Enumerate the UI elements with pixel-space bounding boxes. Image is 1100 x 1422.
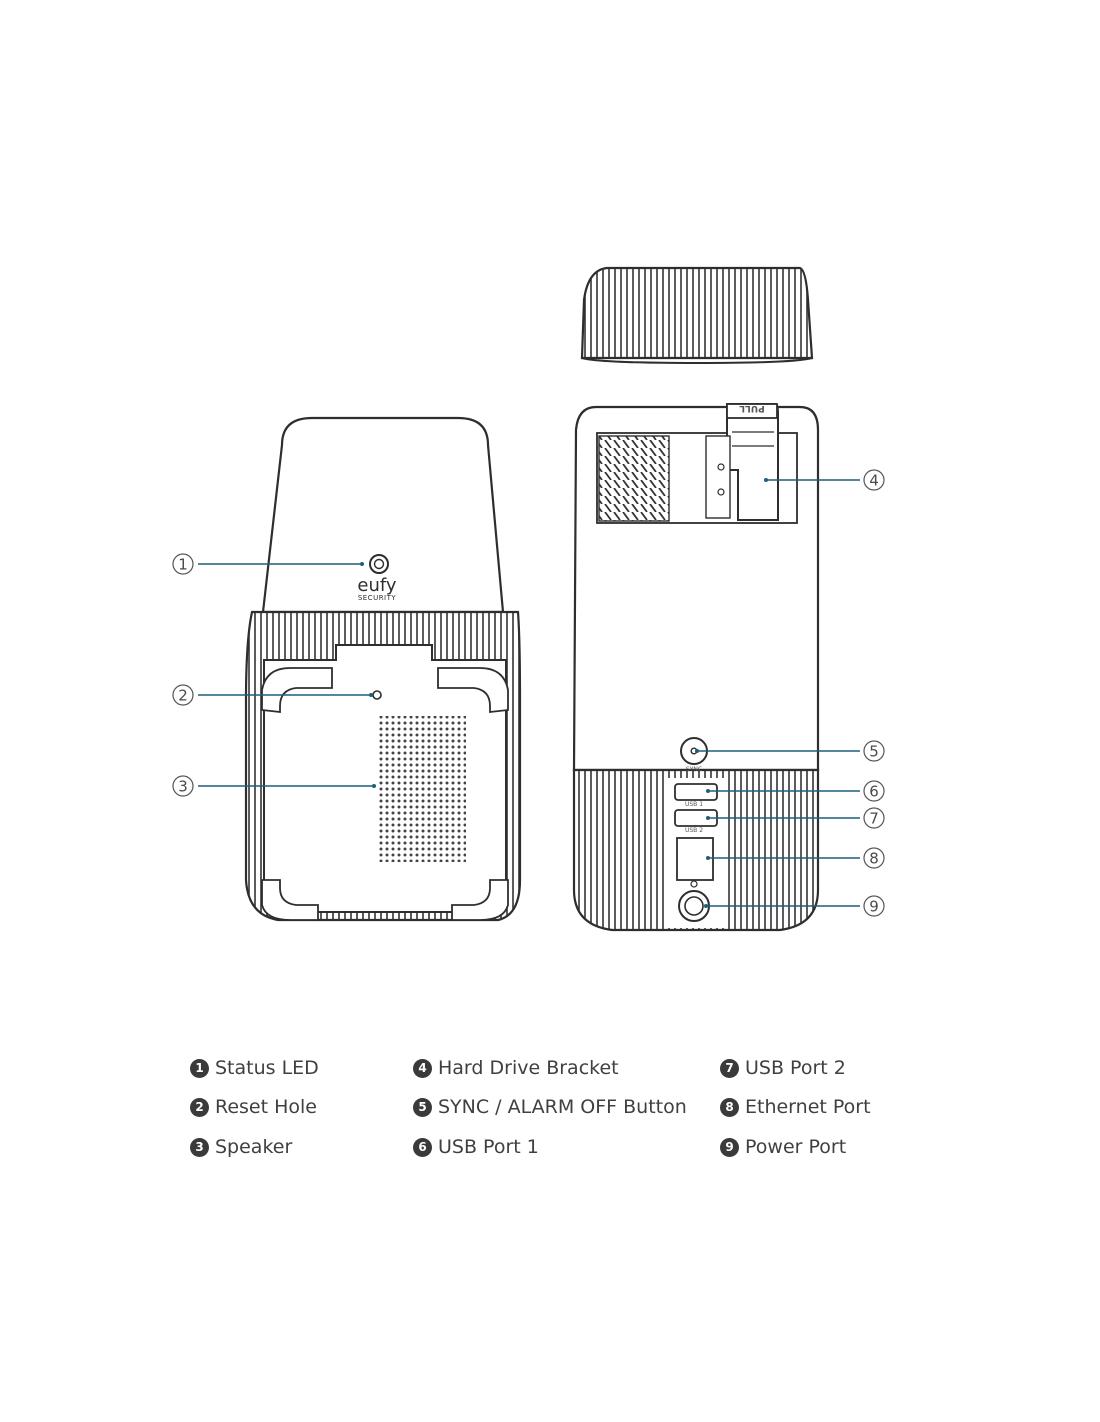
usb2-label: USB 2	[685, 827, 703, 834]
legend-badge: 6	[413, 1137, 432, 1157]
legend-label: USB Port 1	[438, 1136, 539, 1158]
front-device-bottom-left-foot	[261, 879, 319, 921]
callout-number-7: 7	[869, 810, 879, 828]
pull-tab-label: PULL	[739, 403, 765, 413]
legend-item-3: 3 Speaker	[190, 1133, 292, 1161]
callout-endpoints	[360, 478, 768, 908]
legend-label: Ethernet Port	[745, 1096, 871, 1118]
front-device-top-left-handle	[261, 667, 333, 714]
callout-number-3: 3	[178, 778, 188, 796]
legend-item-4: 4 Hard Drive Bracket	[413, 1054, 619, 1082]
legend-item-2: 2 Reset Hole	[190, 1093, 317, 1121]
brand-logo: eufy	[357, 575, 397, 596]
legend-label: Status LED	[215, 1057, 319, 1079]
speaker-grille	[378, 716, 466, 862]
legend-badge: 9	[720, 1137, 739, 1157]
legend-item-6: 6 USB Port 1	[413, 1133, 539, 1161]
callout-number-4: 4	[869, 472, 879, 490]
usb-port-1	[674, 783, 718, 801]
legend-item-1: 1 Status LED	[190, 1054, 319, 1082]
legend-label: Power Port	[745, 1136, 847, 1158]
legend-label: Reset Hole	[215, 1096, 317, 1118]
legend-label: SYNC / ALARM OFF Button	[438, 1096, 687, 1118]
callout-number-5: 5	[869, 743, 879, 761]
callout-badges	[172, 469, 885, 917]
legend-label: Speaker	[215, 1136, 293, 1158]
legend-item-9: 9 Power Port	[720, 1133, 846, 1161]
legend-label: Hard Drive Bracket	[438, 1057, 619, 1079]
legend-badge: 4	[413, 1058, 432, 1078]
legend-badge: 7	[720, 1058, 739, 1078]
callout-number-8: 8	[869, 850, 879, 868]
legend-badge: 1	[190, 1058, 209, 1078]
device-diagram: eufy SECURITY PULL	[172, 266, 885, 932]
legend-badge: 3	[190, 1137, 209, 1157]
top-cover	[580, 266, 814, 365]
legend-badge: 5	[413, 1097, 432, 1117]
callout-number-2: 2	[178, 687, 188, 705]
legend-badge: 8	[720, 1097, 739, 1117]
rear-device	[572, 403, 820, 932]
front-device-top-right-handle	[437, 667, 509, 714]
legend-item-5: 5 SYNC / ALARM OFF Button	[413, 1093, 687, 1121]
callout-number-6: 6	[869, 783, 879, 801]
reset-hole	[372, 690, 382, 700]
legend-label: USB Port 2	[745, 1057, 846, 1079]
legend-badge: 2	[190, 1097, 209, 1117]
callout-leaders	[198, 479, 860, 907]
front-device-bottom-right-foot	[451, 879, 509, 921]
drive-bay-vent	[598, 435, 670, 522]
callout-number-1: 1	[178, 556, 188, 574]
usb1-label: USB 1	[685, 801, 703, 808]
callout-number-9: 9	[869, 898, 879, 916]
front-device	[244, 416, 522, 922]
legend-item-7: 7 USB Port 2	[720, 1054, 846, 1082]
brand-logo-sub: SECURITY	[358, 594, 397, 602]
sync-label: SYNC	[686, 766, 702, 773]
legend-item-8: 8 Ethernet Port	[720, 1093, 871, 1121]
